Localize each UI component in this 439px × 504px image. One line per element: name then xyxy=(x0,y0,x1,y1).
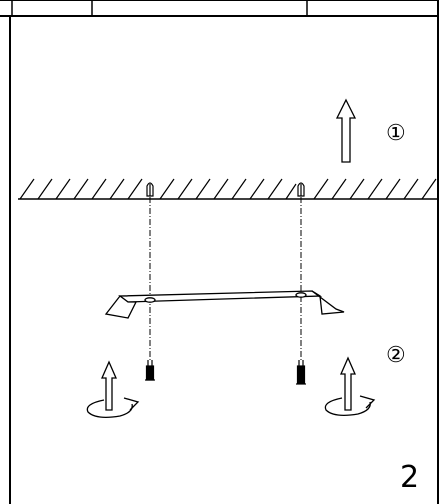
step-1-label: ① xyxy=(386,121,406,146)
up-arrow-icon xyxy=(335,98,357,163)
page-number: 2 xyxy=(400,460,419,495)
anchor-icon xyxy=(146,182,154,197)
mounting-bracket xyxy=(104,290,345,319)
rotate-arrow-icon xyxy=(324,395,376,416)
rotate-arrow-icon xyxy=(86,397,140,418)
screw-icon xyxy=(145,360,155,381)
up-arrow-icon xyxy=(101,360,117,411)
up-arrow-icon xyxy=(340,356,356,411)
step-2-label: ② xyxy=(386,343,406,368)
anchor-icon xyxy=(297,182,305,197)
screw-icon xyxy=(296,360,306,385)
alignment-lines xyxy=(149,197,302,360)
ceiling-hatching xyxy=(18,178,439,200)
